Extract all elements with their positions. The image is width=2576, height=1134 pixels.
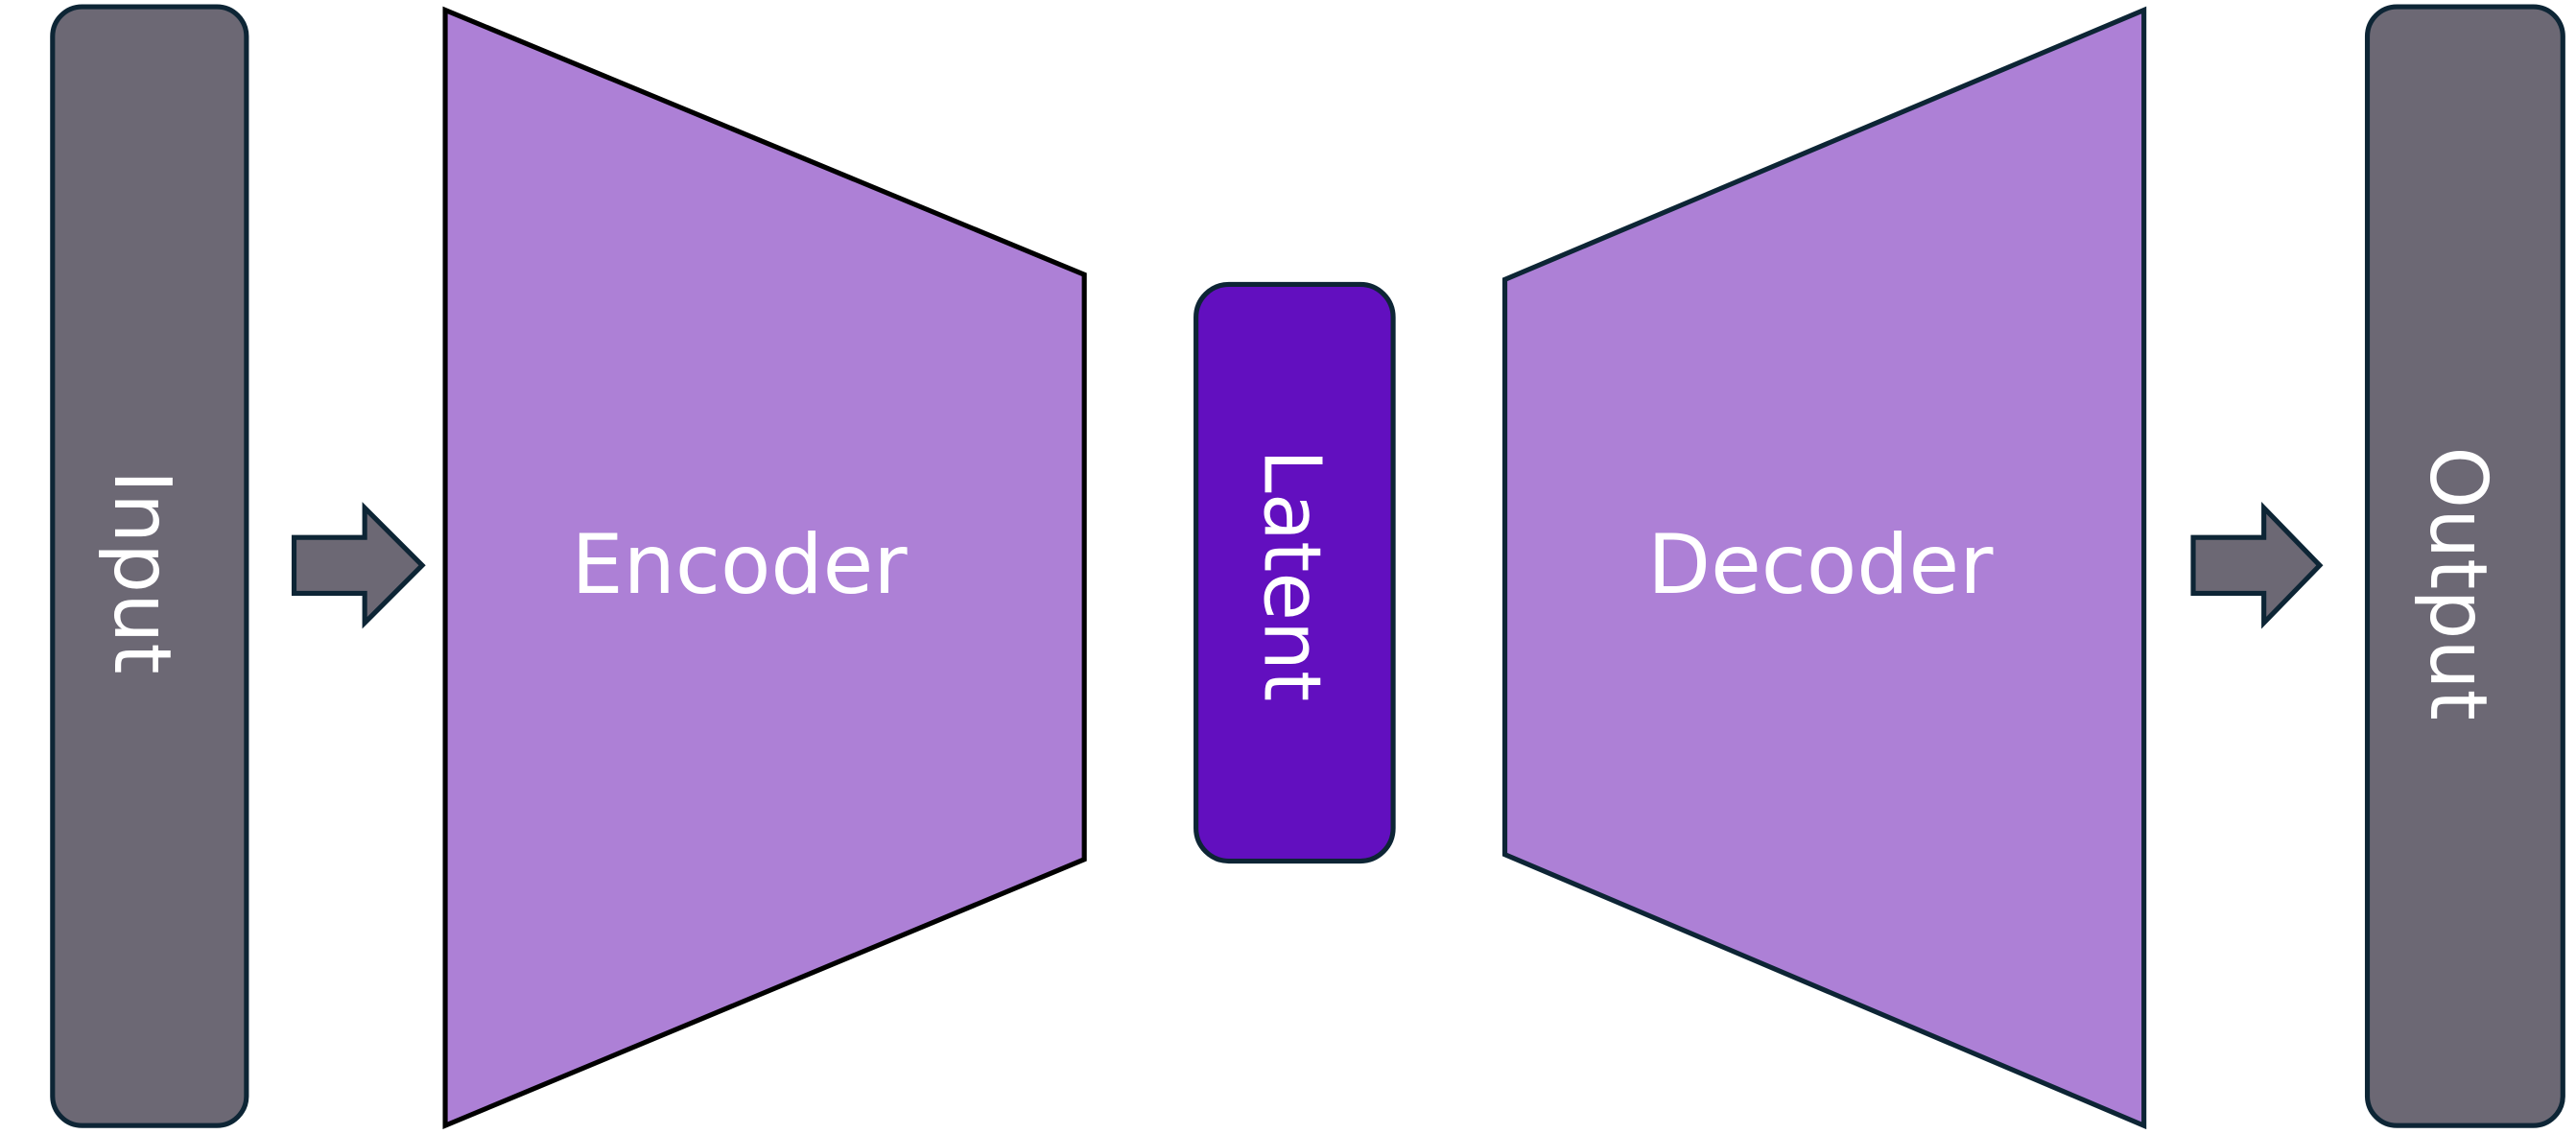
decoder-trapezoid (1501, 6, 2147, 1130)
encoder-label: Encoder (572, 518, 909, 613)
output-block: Output (2364, 4, 2565, 1128)
latent-block: Latent (1193, 281, 1396, 864)
latent-label: Latent (1245, 449, 1336, 701)
arrow-right-icon (2190, 502, 2324, 629)
output-box (2364, 4, 2565, 1128)
output-label: Output (2412, 446, 2503, 720)
input-box (50, 4, 249, 1128)
arrow-right-icon (291, 502, 426, 629)
input-block: Input (50, 4, 249, 1128)
input-label: Input (96, 470, 187, 674)
encoder-trapezoid (442, 6, 1087, 1130)
latent-box (1193, 281, 1396, 864)
encoder-block: Encoder (442, 6, 1087, 1130)
decoder-block: Decoder (1501, 6, 2147, 1130)
decoder-label: Decoder (1647, 518, 1994, 613)
